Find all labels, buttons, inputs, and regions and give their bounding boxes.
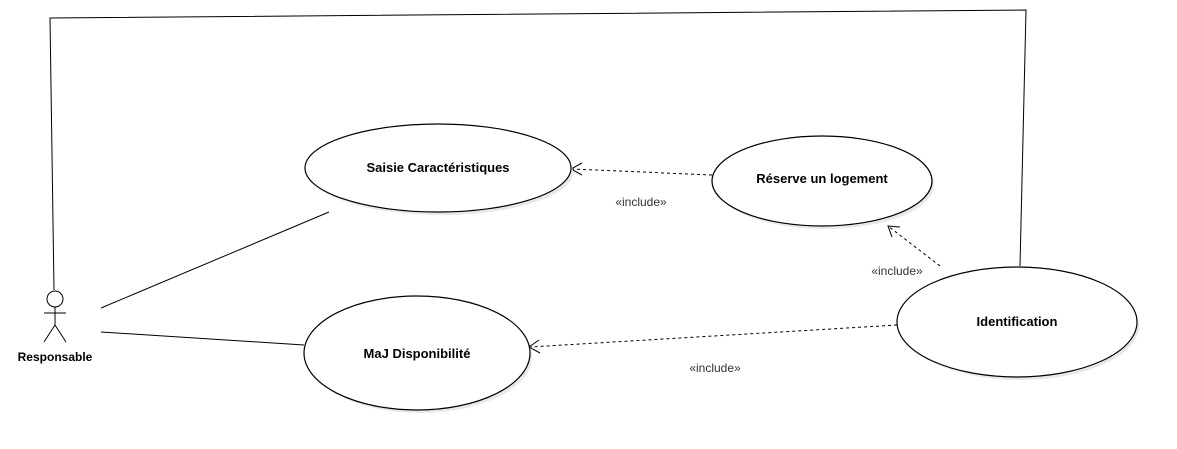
- include-identification-maj-line: [529, 324, 898, 348]
- actor-head: [46, 290, 64, 308]
- use-case-reserve-label: Réserve un logement: [756, 171, 888, 186]
- association-actor-maj: [100, 331, 305, 346]
- use-case-saisie-label: Saisie Caractéristiques: [366, 160, 509, 175]
- include-reserve-saisie-line: [571, 168, 713, 176]
- actor-responsable[interactable]: Responsable: [18, 290, 93, 364]
- use-case-maj[interactable]: MaJ Disponibilité: [303, 295, 532, 413]
- actor-label: Responsable: [18, 350, 93, 364]
- include-label-reserve-saisie: «include»: [615, 195, 667, 209]
- use-case-identification[interactable]: Identification: [896, 266, 1139, 380]
- use-case-saisie[interactable]: Saisie Caractéristiques: [304, 123, 573, 215]
- association-actor-saisie: [100, 211, 330, 309]
- include-label-identification-reserve: «include»: [871, 264, 923, 278]
- include-label-identification-maj: «include»: [689, 361, 741, 375]
- include-identification-reserve-line: [887, 225, 941, 267]
- use-case-reserve[interactable]: Réserve un logement: [711, 135, 934, 229]
- association-actor-identification: [49, 9, 1027, 291]
- use-case-identification-label: Identification: [977, 314, 1058, 329]
- include-identification-reserve-arrowhead: [887, 225, 901, 238]
- use-case-maj-label: MaJ Disponibilité: [364, 346, 471, 361]
